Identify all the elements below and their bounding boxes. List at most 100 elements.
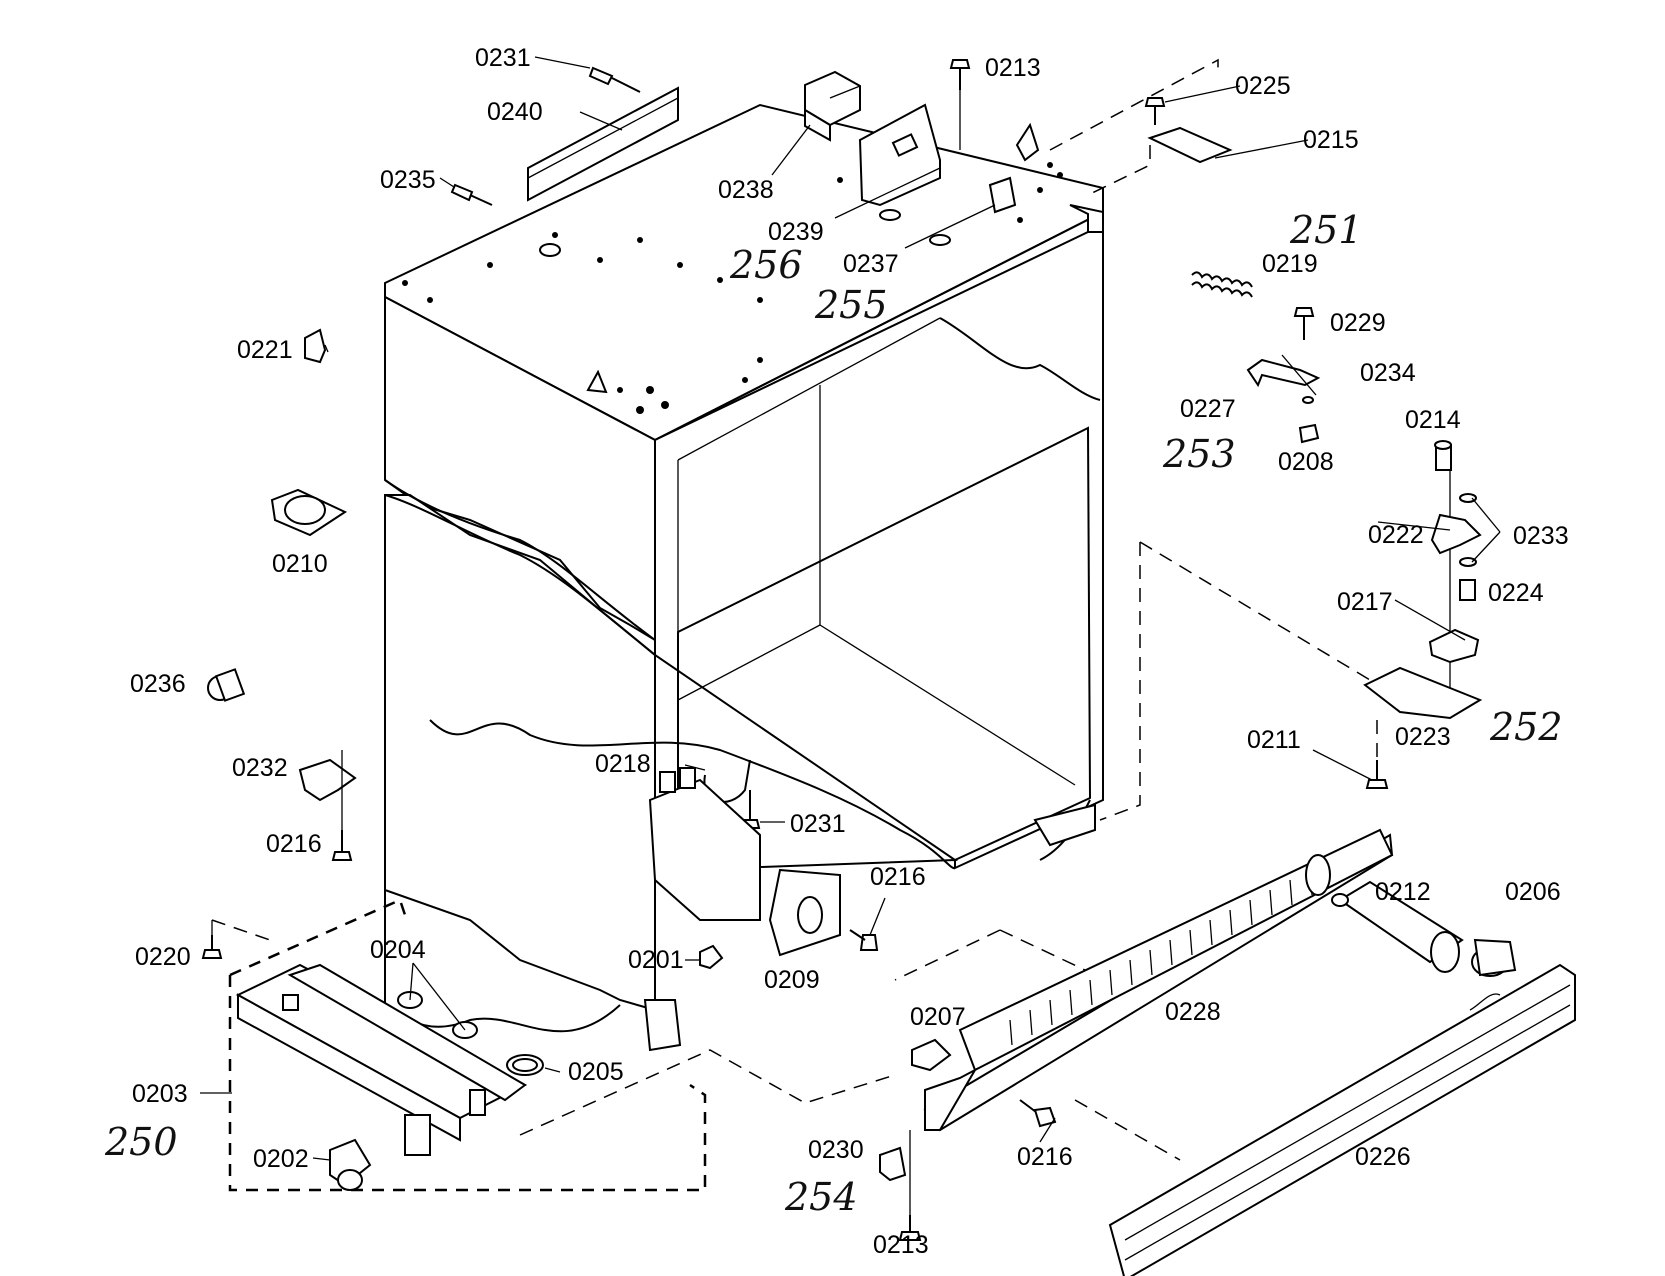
- label-0231-center: 0231: [790, 810, 846, 838]
- part-0210-bracket: [270, 488, 348, 537]
- label-0223: 0223: [1395, 723, 1451, 751]
- cabinet-top-tab: [1015, 122, 1040, 162]
- part-0216-screw-center: [849, 929, 879, 951]
- label-0216-left: 0216: [266, 830, 322, 858]
- part-0213-screw-bottom: [898, 1215, 922, 1241]
- part-0233-washer-lower: [1459, 557, 1477, 567]
- part-0212-tube: [1331, 880, 1464, 973]
- part-0219-spring: [1191, 271, 1253, 298]
- label-0215: 0215: [1303, 126, 1359, 154]
- label-0209: 0209: [764, 966, 820, 994]
- part-0240-bracket: [527, 86, 679, 202]
- part-0216-screw-grille: [1019, 1099, 1057, 1128]
- label-0228: 0228: [1165, 998, 1221, 1026]
- part-0209-housing: [648, 767, 841, 957]
- part-0232-bracket: [298, 750, 357, 830]
- label-0216-center: 0216: [870, 863, 926, 891]
- label-0201: 0201: [628, 946, 684, 974]
- label-0237: 0237: [843, 250, 899, 278]
- part-0230-clip: [879, 1130, 911, 1215]
- label-0213-bottom: 0213: [873, 1231, 929, 1259]
- label-0226: 0226: [1355, 1143, 1411, 1171]
- label-0203: 0203: [132, 1080, 188, 1108]
- cabinet-body: [384, 103, 1104, 1052]
- part-0203-assembly: [201, 898, 707, 1192]
- part-0231-screw-top: [588, 66, 641, 93]
- label-0232: 0232: [232, 754, 288, 782]
- handwritten-250: 250: [104, 1120, 178, 1164]
- label-0213-top: 0213: [985, 54, 1041, 82]
- part-0223-hinge-plate: [1363, 666, 1483, 720]
- handwritten-254: 254: [784, 1175, 858, 1219]
- part-0233-washer-upper: [1459, 493, 1477, 503]
- label-0202: 0202: [253, 1145, 309, 1173]
- cabinet-foot-bracket: [1033, 803, 1096, 847]
- label-0227: 0227: [1180, 395, 1236, 423]
- label-0225: 0225: [1235, 72, 1291, 100]
- part-0208-nut: [1298, 423, 1320, 444]
- label-0224: 0224: [1488, 579, 1544, 607]
- label-0236: 0236: [130, 670, 186, 698]
- part-0221-clip: [304, 328, 327, 364]
- cabinet-top-holes: [402, 162, 1063, 414]
- part-0237-connector: [988, 176, 1017, 214]
- part-0213-screw-top: [949, 59, 971, 150]
- part-labels: 0231 0240 0235 0238 0239 0237 0213 0225 …: [130, 44, 1569, 1259]
- label-0205: 0205: [568, 1058, 624, 1086]
- label-0239: 0239: [768, 218, 824, 246]
- part-0201-clip: [699, 944, 724, 970]
- part-0224-bushing: [1459, 579, 1476, 601]
- label-0229: 0229: [1330, 309, 1386, 337]
- label-0222: 0222: [1368, 521, 1424, 549]
- label-0240: 0240: [487, 98, 543, 126]
- part-0227-bracket: [1246, 358, 1321, 388]
- part-0228-grille: [923, 828, 1394, 1132]
- label-0218: 0218: [595, 750, 651, 778]
- label-0208: 0208: [1278, 448, 1334, 476]
- handwritten-255: 255: [814, 283, 888, 327]
- handwritten-253: 253: [1162, 432, 1236, 476]
- label-0219: 0219: [1262, 250, 1318, 278]
- part-0226-kick-plate: [1108, 963, 1576, 1276]
- label-0211: 0211: [1247, 726, 1301, 754]
- handwritten-251: 251: [1289, 208, 1363, 252]
- label-0206: 0206: [1505, 878, 1561, 906]
- label-0238: 0238: [718, 176, 774, 204]
- handwritten-252: 252: [1489, 705, 1563, 749]
- label-0230: 0230: [808, 1136, 864, 1164]
- part-0207-clip: [911, 1038, 952, 1072]
- part-0234-washer: [1302, 396, 1314, 404]
- label-0221: 0221: [237, 336, 293, 364]
- part-0216-screw-left: [331, 830, 353, 861]
- part-0222-hinge-bracket: [1430, 513, 1482, 555]
- handwritten-256: 256: [729, 243, 803, 287]
- part-0211-screw: [1365, 760, 1389, 789]
- part-0238-relay: [804, 70, 861, 142]
- cabinet-bottom-flange: [643, 999, 682, 1052]
- label-0220: 0220: [135, 943, 191, 971]
- label-0214: 0214: [1405, 406, 1461, 434]
- part-0214-pin: [1434, 440, 1452, 471]
- part-0229-screw: [1293, 307, 1315, 340]
- label-0231-top: 0231: [475, 44, 531, 72]
- label-0234: 0234: [1360, 359, 1416, 387]
- handwritten-labels: 251 256 255 253 252 250 254: [104, 208, 1563, 1219]
- part-0236-grommet: [207, 668, 246, 702]
- part-0235-screw: [450, 183, 493, 206]
- part-0206-knob: [1471, 938, 1517, 977]
- cabinet-front-frame: [654, 231, 1104, 872]
- label-0204: 0204: [370, 936, 426, 964]
- label-0207: 0207: [910, 1003, 966, 1031]
- part-0225-screw: [1144, 97, 1166, 125]
- label-0217: 0217: [1337, 588, 1393, 616]
- label-0212: 0212: [1375, 878, 1431, 906]
- part-0217-hinge: [1428, 628, 1480, 664]
- label-0216-grille: 0216: [1017, 1143, 1073, 1171]
- label-0233: 0233: [1513, 522, 1569, 550]
- part-0215-hinge-plate: [1147, 126, 1233, 164]
- label-0210: 0210: [272, 550, 328, 578]
- label-0235: 0235: [380, 166, 436, 194]
- leader-lines: [200, 56, 1501, 1161]
